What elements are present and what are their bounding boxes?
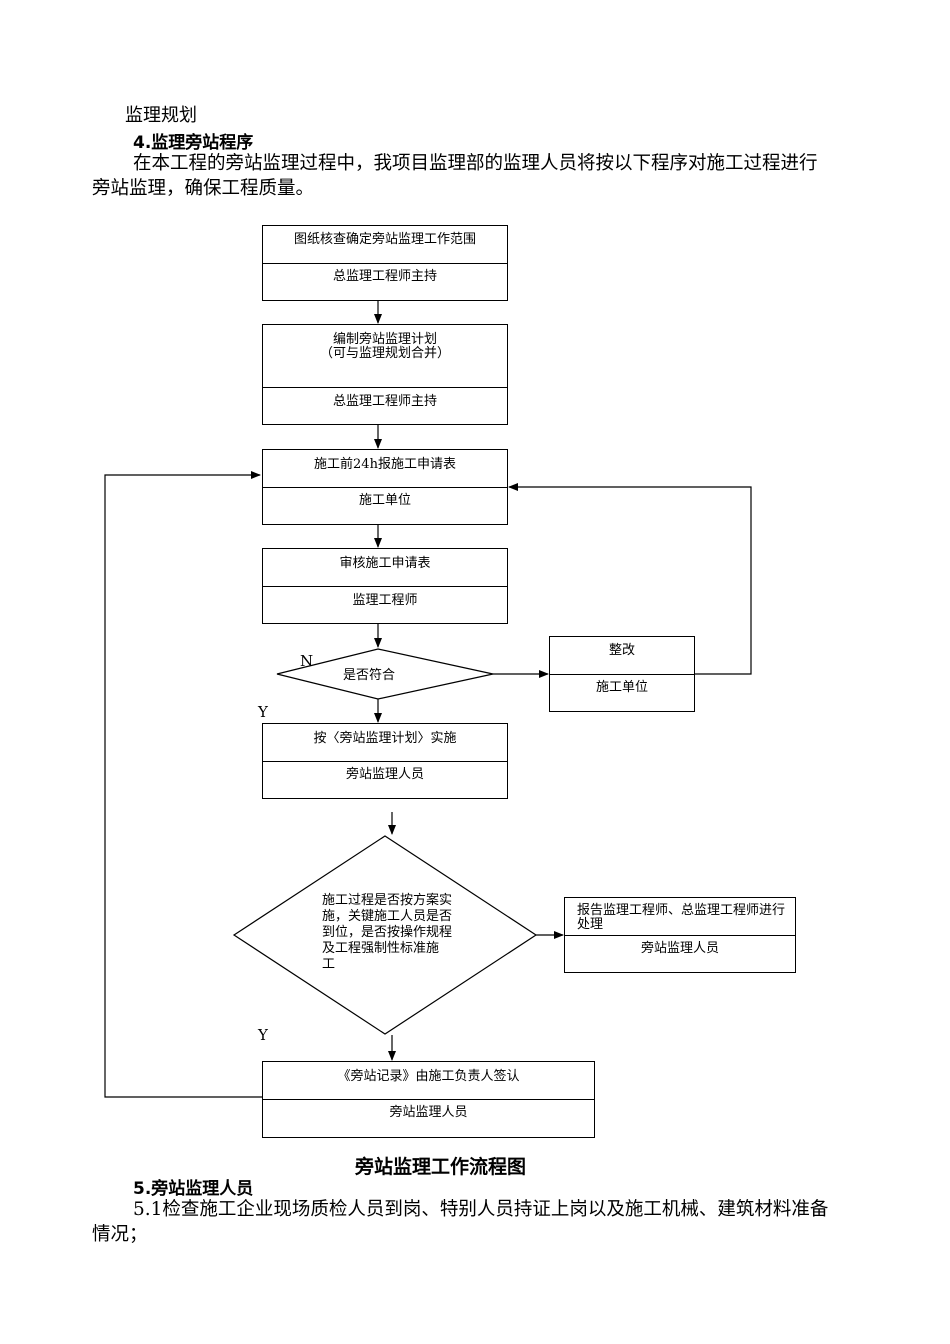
step-box-application-owner: 施工单位 [358,493,411,508]
step-box-plan-task-line2: （可与监理规划合并） [319,346,450,361]
intro-line-2: 旁站监理，确保工程质量。 [92,178,315,199]
step-box-report-owner: 旁站监理人员 [640,941,719,956]
step-box-divider [263,263,507,264]
step-box-scope-task: 图纸核查确定旁站监理工作范围 [293,232,476,247]
step-box-divider [263,586,507,587]
step-box-plan-task-line1: 编制旁站监理计划 [332,332,437,347]
step-box-application: 施工前24h报施工申请表 施工单位 [262,449,508,525]
step-box-divider [263,387,507,388]
step-box-record: 《旁站记录》由施工负责人签认 旁站监理人员 [262,1061,595,1138]
step-box-divider [565,935,795,936]
step-box-rectify-task: 整改 [608,643,635,658]
step-box-divider [263,761,507,762]
decision-diamond-2 [232,835,538,1035]
step-box-implement: 按〈旁站监理计划〉实施 旁站监理人员 [262,723,508,799]
step-box-scope-owner: 总监理工程师主持 [332,269,437,284]
header-line: 监理规划 [125,105,197,126]
decision-2-text-line3: 到位，是否按操作规程 [322,925,453,940]
step-box-record-owner: 旁站监理人员 [389,1105,468,1120]
step-box-divider [263,487,507,488]
step-box-report-task-line2: 处理 [577,917,604,932]
decision-2-text-line2: 施，关键施工人员是否 [322,909,453,924]
step-box-implement-task: 按〈旁站监理计划〉实施 [313,731,457,746]
step-box-divider [263,1099,594,1100]
decision-2-text-line1: 施工过程是否按方案实 [322,893,453,908]
step-box-divider [550,674,694,675]
decision-2-text-line5: 工 [322,957,336,972]
item-5-1-line-1: 5.1检查施工企业现场质检人员到岗、特别人员持证上岗以及施工机械、建筑材料准备 [133,1199,829,1220]
arrow-fix-box3 [508,483,752,675]
step-box-plan-owner: 总监理工程师主持 [332,394,437,409]
step-box-review-task: 审核施工申请表 [339,556,431,571]
step-box-report: 报告监理工程师、总监理工程师进行 处理 旁站监理人员 [564,897,796,973]
step-box-plan: 编制旁站监理计划 （可与监理规划合并） 总监理工程师主持 [262,324,508,425]
section-5-title: 5.旁站监理人员 [133,1179,254,1199]
step-box-report-task-line1: 报告监理工程师、总监理工程师进行 [577,903,786,918]
item-5-1-line-2: 情况； [92,1224,148,1245]
decision-2-text-line4: 及工程强制性标准施 [322,941,440,956]
section-4-title: 4.监理旁站程序 [133,133,254,153]
label-y-1: Y [258,703,268,721]
decision-diamond-1 [276,648,494,700]
step-box-rectify: 整改 施工单位 [549,636,695,712]
intro-line-1: 在本工程的旁站监理过程中，我项目监理部的监理人员将按以下程序对施工过程进行 [133,153,818,174]
step-box-implement-owner: 旁站监理人员 [345,767,424,782]
step-box-review-owner: 监理工程师 [352,593,418,608]
figure-caption: 旁站监理工作流程图 [355,1156,527,1178]
decision-1-text: 是否符合 [343,668,396,683]
step-box-rectify-owner: 施工单位 [595,680,648,695]
step-box-scope: 图纸核查确定旁站监理工作范围 总监理工程师主持 [262,225,508,301]
step-box-record-task: 《旁站记录》由施工负责人签认 [337,1069,520,1084]
arrow-box6-box3 [104,471,262,1098]
step-box-review: 审核施工申请表 监理工程师 [262,548,508,624]
step-box-application-task: 施工前24h报施工申请表 [314,457,456,472]
label-y-2: Y [258,1026,268,1044]
label-n: N [300,652,314,670]
